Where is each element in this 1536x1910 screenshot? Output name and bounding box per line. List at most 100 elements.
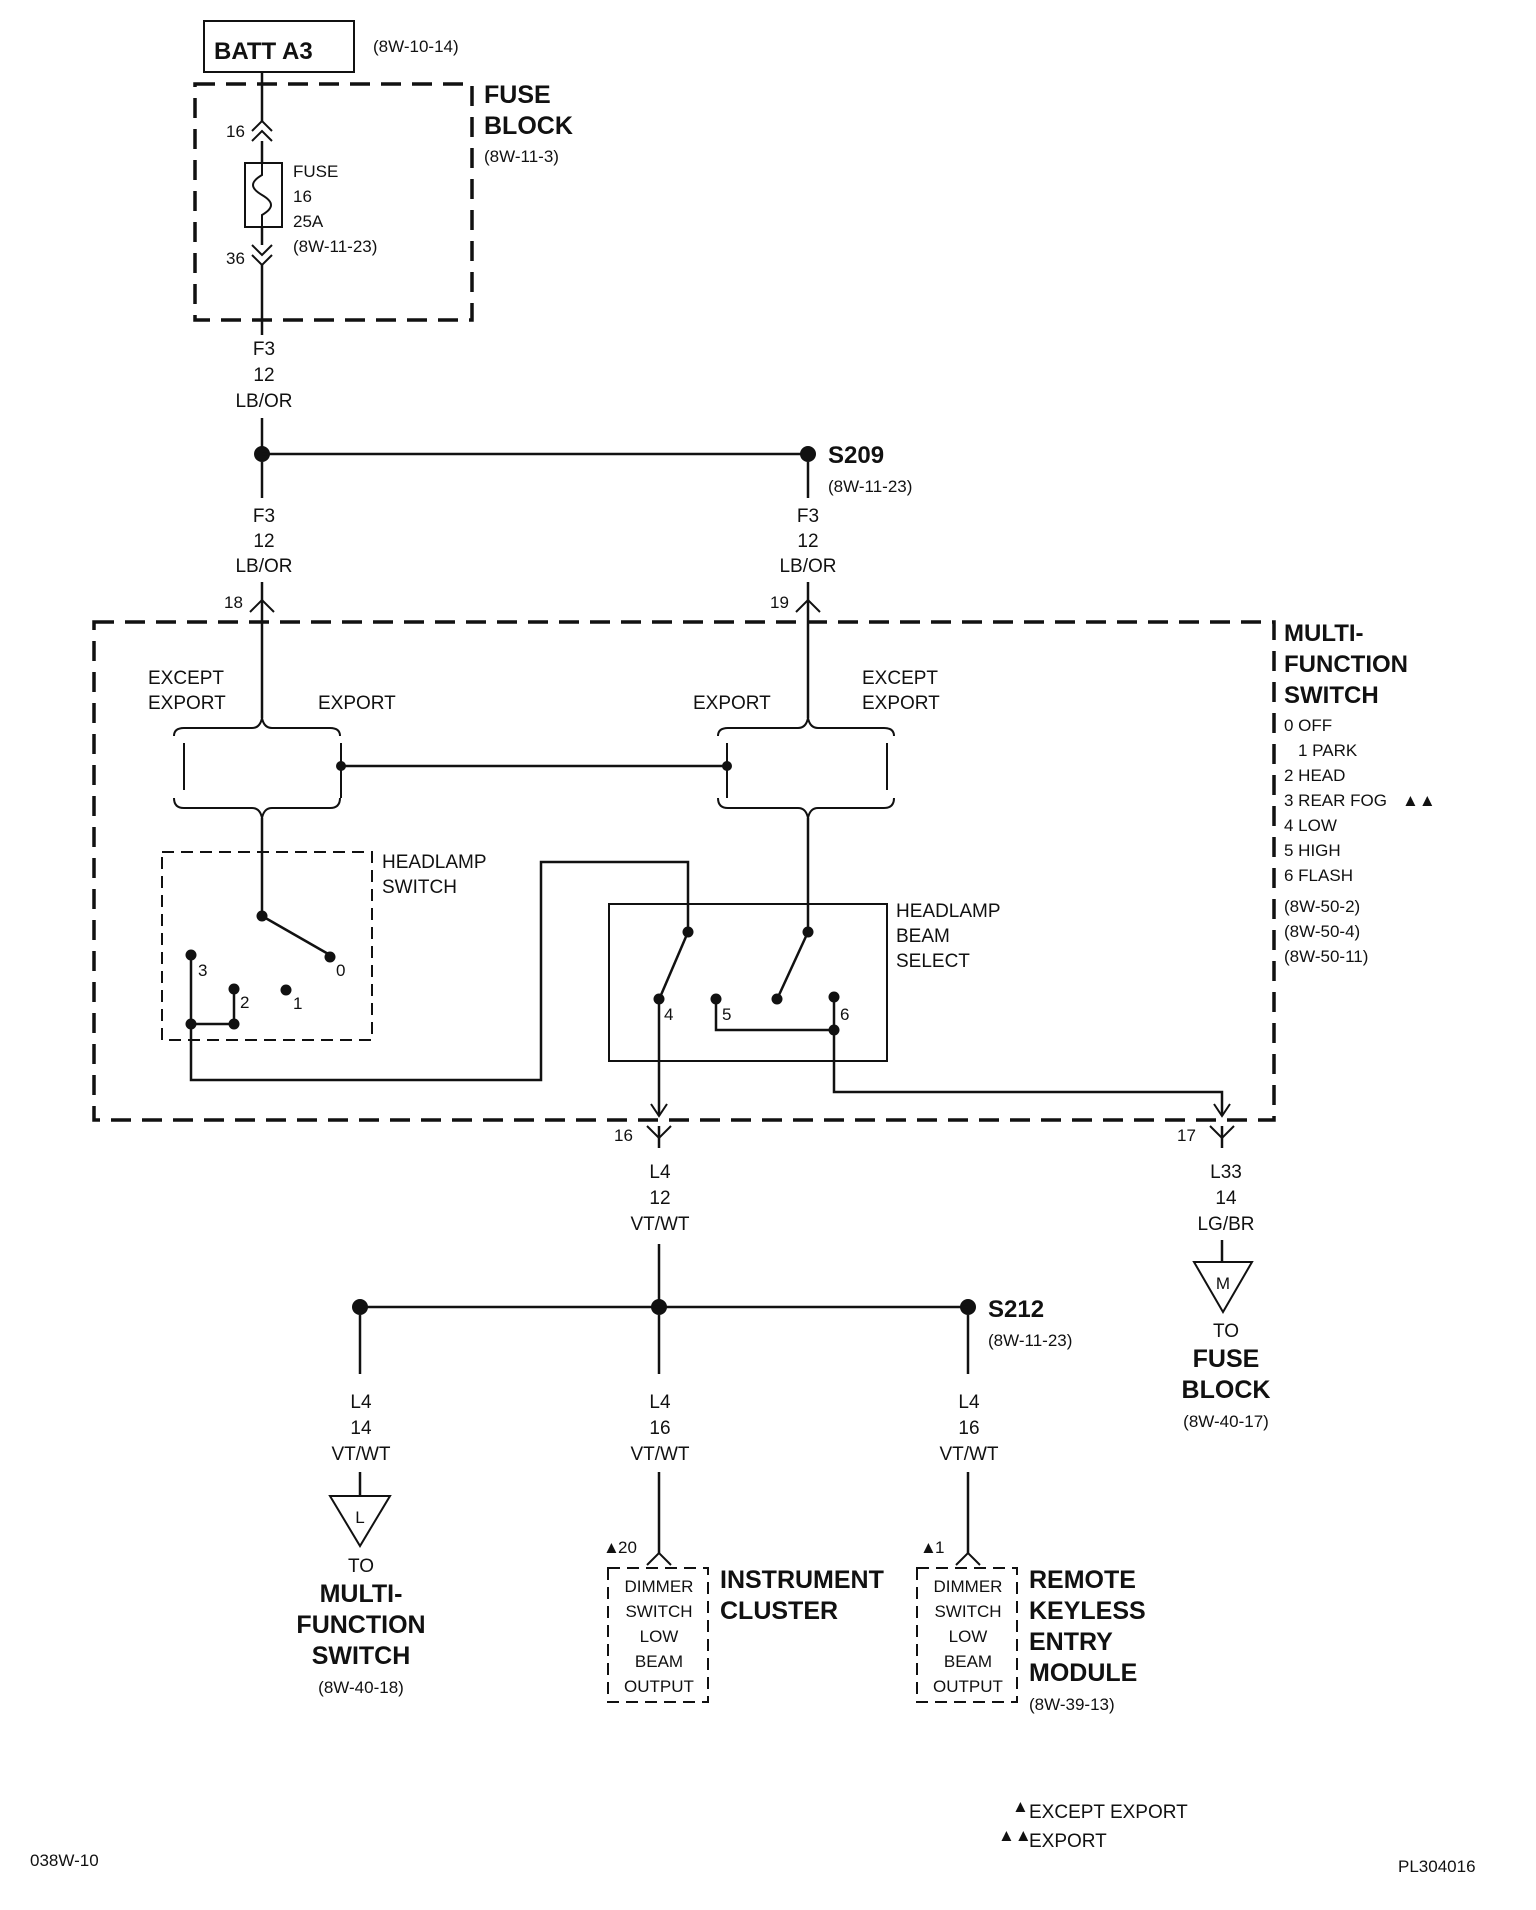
wire-l33-circuit: L33 [1210,1162,1242,1183]
mfs-ref-1: (8W-50-2) [1284,897,1360,916]
bs-contact-6-label: 6 [840,1005,849,1024]
mfs-ref-2: (8W-50-4) [1284,922,1360,941]
hs-contact-0-label: 0 [336,961,345,980]
wire-f3-left-color: LB/OR [235,556,292,577]
keyless-pin: 1 [935,1538,944,1557]
keyless-name-2: KEYLESS [1029,1597,1146,1625]
legend-export-marker: ▲▲ [998,1826,1032,1845]
m-marker: M [1216,1274,1230,1293]
footer-right: PL304016 [1398,1857,1476,1876]
keyless-ref: (8W-39-13) [1029,1695,1115,1714]
right-export: EXPORT [693,693,771,714]
left-except-export-1: EXCEPT [148,668,224,689]
mfs-ref-3: (8W-50-11) [1284,947,1368,966]
batt-ref: (8W-10-14) [373,37,459,56]
fuse-label-1: FUSE [293,162,338,181]
wire-f3-right-gauge: 12 [797,531,818,552]
beam-select-label-3: SELECT [896,951,970,972]
wire-f3-right-color: LB/OR [779,556,836,577]
to-fuse-block-m: M TO FUSE BLOCK (8W-40-17) [1182,1261,1270,1431]
wire-l4-left-circuit: L4 [350,1392,372,1413]
splice-s209-ref: (8W-11-23) [828,477,912,496]
cluster-name-2: CLUSTER [720,1597,838,1625]
instrument-cluster: DIMMER SWITCH LOW BEAM OUTPUT INSTRUMENT… [607,1566,884,1703]
batt-label: BATT A3 [214,38,313,65]
keyless-name-1: REMOTE [1029,1566,1136,1594]
left-option-bracket [173,717,342,819]
to-mfs-name-3: SWITCH [312,1642,411,1670]
headlamp-switch: HEADLAMP SWITCH 0 1 2 3 [161,851,487,1041]
wire-l4-left-color: VT/WT [331,1444,390,1465]
fuse-block-title-2: BLOCK [484,112,573,140]
fuse-block-title-1: FUSE [484,81,551,109]
headlamp-beam-select: HEADLAMP BEAM SELECT 4 5 6 [608,901,1001,1062]
splice-s212-ref: (8W-11-23) [988,1331,1072,1350]
legend-except-marker: ▲ [1012,1797,1029,1816]
legend-except-text: EXCEPT EXPORT [1029,1802,1188,1823]
wire-l4-main-gauge: 12 [649,1188,670,1209]
cluster-name-1: INSTRUMENT [720,1566,884,1594]
cluster-box-3: LOW [640,1627,679,1646]
batt-a3-source: BATT A3 (8W-10-14) [203,20,459,73]
bs-contact-4-label: 4 [664,1005,673,1024]
splice-s209-dot [800,446,816,462]
right-option-bracket [717,717,895,819]
headlamp-switch-label-2: SWITCH [382,877,457,898]
fuse-block-ref: (8W-11-3) [484,147,559,166]
mfs-export-marker: ▲▲ [1402,791,1436,810]
to-mfs-name-1: MULTI- [320,1580,403,1608]
wire-l4-mid-gauge: 16 [649,1418,670,1439]
fuse-label-3: 25A [293,212,324,231]
beam-select-label-1: HEADLAMP [896,901,1001,922]
fuse-pin-bottom: 36 [226,249,245,268]
cluster-box-4: BEAM [635,1652,683,1671]
wire-l4-mid-circuit: L4 [649,1392,671,1413]
mfs-position-0: 0 OFF [1284,716,1332,735]
cluster-box-1: DIMMER [625,1577,694,1596]
pin-17: 17 [1177,1126,1196,1145]
to-mfs-ref: (8W-40-18) [318,1678,404,1697]
wire-l4-left-gauge: 14 [350,1418,372,1439]
wire-f3-left-gauge: 12 [253,531,274,552]
mfs-position-5: 5 HIGH [1284,841,1341,860]
keyless-name-3: ENTRY [1029,1628,1113,1656]
fuse-16 [244,162,283,228]
mfs-title-1: MULTI- [1284,620,1364,647]
mfs-position-3: 3 REAR FOG [1284,791,1387,810]
keyless-box-5: OUTPUT [933,1677,1003,1696]
keyless-box-2: SWITCH [934,1602,1001,1621]
wire-f3-color: LB/OR [235,391,292,412]
legend: ▲ EXCEPT EXPORT ▲▲ EXPORT [998,1797,1188,1852]
keyless-name-4: MODULE [1029,1659,1137,1687]
keyless-pin-marker: ▲ [920,1538,937,1557]
bs-contact-5-label: 5 [722,1005,731,1024]
l-marker: L [355,1508,364,1527]
mfs-position-6: 6 FLASH [1284,866,1353,885]
keyless-box-4: BEAM [944,1652,992,1671]
wire-l4-main-color: VT/WT [630,1214,689,1235]
splice-s209-name: S209 [828,442,884,469]
wire-f3-right-circuit: F3 [797,506,819,527]
pin-19: 19 [770,593,789,612]
hs-contact-1 [280,984,292,996]
to-mfs-to: TO [348,1556,374,1577]
wire-l33-color: LG/BR [1197,1214,1254,1235]
right-except-export-1: EXCEPT [862,668,938,689]
to-fuse-block-ref: (8W-40-17) [1183,1412,1269,1431]
left-export: EXPORT [318,693,396,714]
cluster-pin: 20 [618,1538,637,1557]
wire-f3-left-circuit: F3 [253,506,275,527]
beam-select-label-2: BEAM [896,926,950,947]
splice-s212-name: S212 [988,1296,1044,1323]
pin-18: 18 [224,593,243,612]
mfs-position-1: 1 PARK [1298,741,1358,760]
cluster-box-2: SWITCH [625,1602,692,1621]
headlamp-switch-label-1: HEADLAMP [382,852,487,873]
wire-f3-gauge: 12 [253,365,274,386]
wire-l4-right-circuit: L4 [958,1392,980,1413]
to-mfs-l: L TO MULTI- FUNCTION SWITCH (8W-40-18) [296,1495,426,1697]
hs-contact-3-label: 3 [198,961,207,980]
to-fuse-block-to: TO [1213,1321,1239,1342]
pin-16: 16 [614,1126,633,1145]
